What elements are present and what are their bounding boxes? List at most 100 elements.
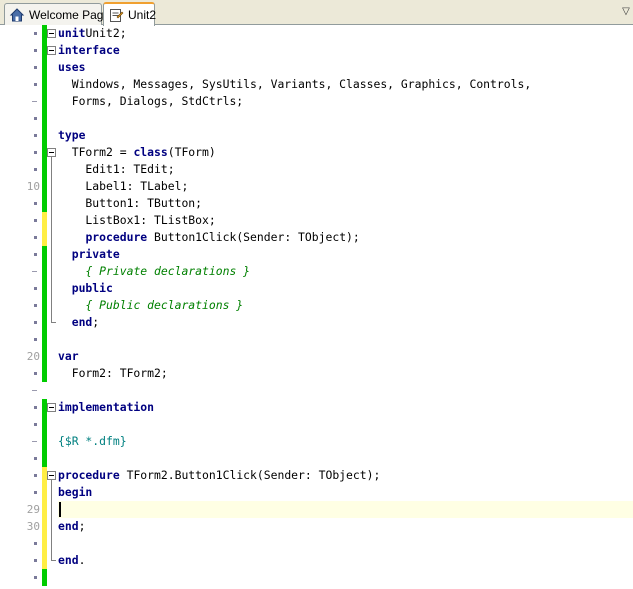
code-line[interactable] [58, 331, 633, 348]
code-line[interactable]: Button1: TButton; [58, 195, 633, 212]
gutter-dot [34, 304, 37, 307]
code-line[interactable]: TForm2 = class(TForm) [58, 144, 633, 161]
gutter-dash [32, 441, 37, 442]
code-token: Button1: TButton; [58, 196, 203, 210]
keyword-token: uses [58, 60, 86, 74]
code-token: TForm2 = [58, 145, 134, 159]
gutter-dot [34, 83, 37, 86]
code-line[interactable]: Windows, Messages, SysUtils, Variants, C… [58, 76, 633, 93]
fold-toggle-icon[interactable] [47, 471, 56, 480]
code-line[interactable]: interface [58, 42, 633, 59]
code-token [58, 315, 72, 329]
gutter-dot [34, 151, 37, 154]
saved-change-bar [42, 569, 47, 586]
keyword-token: public [71, 281, 113, 295]
tab-welcome-page[interactable]: Welcome Page [4, 3, 110, 25]
keyword-token: end [58, 553, 79, 567]
code-token: . [78, 553, 86, 567]
code-line[interactable]: { Public declarations } [58, 297, 633, 314]
saved-change-bar [42, 246, 47, 382]
keyword-token: implementation [58, 400, 155, 414]
code-line[interactable]: end; [58, 314, 633, 331]
fold-guide-line [51, 157, 52, 322]
chevron-down-icon[interactable]: ▽ [622, 6, 630, 17]
gutter-dot [34, 287, 37, 290]
code-token: Button1Click(Sender: TObject); [147, 230, 360, 244]
code-line[interactable]: uses [58, 59, 633, 76]
code-token [58, 247, 72, 261]
fold-toggle-icon[interactable] [47, 46, 56, 55]
gutter-dot [34, 372, 37, 375]
comment-token: { Private declarations } [85, 264, 251, 278]
text-caret [59, 502, 61, 517]
keyword-token: procedure [85, 230, 148, 244]
gutter-dot [34, 406, 37, 409]
line-number: 20 [26, 350, 40, 363]
code-token: Edit1: TEdit; [58, 162, 175, 176]
keyword-token: end [58, 519, 79, 533]
fold-toggle-icon[interactable] [47, 29, 56, 38]
tab-unit2[interactable]: Unit2 [103, 2, 157, 26]
gutter-dot [34, 236, 37, 239]
code-line[interactable]: end; [58, 518, 633, 535]
saved-change-bar [42, 25, 47, 212]
code-line[interactable]: begin [58, 484, 633, 501]
fold-toggle-icon[interactable] [47, 148, 56, 157]
gutter-dot [34, 253, 37, 256]
tab-label: Unit2 [128, 8, 157, 22]
code-line[interactable] [58, 416, 633, 433]
code-line[interactable]: implementation [58, 399, 633, 416]
keyword-token: interface [58, 43, 120, 57]
unit-file-icon [108, 7, 124, 23]
keyword-token: class [133, 145, 168, 159]
code-token: ListBox1: TListBox; [58, 213, 216, 227]
code-line[interactable]: procedure Button1Click(Sender: TObject); [58, 229, 633, 246]
gutter-dot [34, 202, 37, 205]
gutter-dot [34, 457, 37, 460]
gutter-dot [34, 66, 37, 69]
gutter-dot [34, 491, 37, 494]
keyword-token: var [58, 349, 79, 363]
code-line[interactable]: Form2: TForm2; [58, 365, 633, 382]
code-token: TForm2.Button1Click(Sender: TObject); [119, 468, 381, 482]
keyword-token: type [58, 128, 86, 142]
code-line[interactable] [58, 382, 633, 399]
gutter-dot [34, 542, 37, 545]
code-line[interactable]: { Private declarations } [58, 263, 633, 280]
code-line[interactable]: end. [58, 552, 633, 569]
gutter-dot [34, 219, 37, 222]
keyword-token: unit [58, 26, 86, 40]
keyword-token: private [71, 247, 120, 261]
code-token: (TForm) [167, 145, 216, 159]
code-line[interactable]: Edit1: TEdit; [58, 161, 633, 178]
code-line[interactable]: private [58, 246, 633, 263]
code-line-current[interactable] [58, 501, 633, 518]
code-line[interactable]: type [58, 127, 633, 144]
code-token [58, 230, 85, 244]
code-line[interactable]: unitUnit2; [58, 25, 633, 42]
code-token [58, 264, 85, 278]
code-line[interactable]: Forms, Dialogs, StdCtrls; [58, 93, 633, 110]
code-token: Forms, Dialogs, StdCtrls; [58, 94, 244, 108]
comment-token: { Public declarations } [85, 298, 244, 312]
keyword-token: procedure [58, 468, 120, 482]
code-line[interactable] [58, 110, 633, 127]
code-line[interactable]: procedure TForm2.Button1Click(Sender: TO… [58, 467, 633, 484]
code-line[interactable]: {$R *.dfm} [58, 433, 633, 450]
gutter-dot [34, 321, 37, 324]
code-line[interactable] [58, 535, 633, 552]
gutter-dot [34, 576, 37, 579]
fold-toggle-icon[interactable] [47, 403, 56, 412]
code-line[interactable] [58, 569, 633, 586]
code-line[interactable] [58, 450, 633, 467]
code-line[interactable]: public [58, 280, 633, 297]
code-line[interactable]: ListBox1: TListBox; [58, 212, 633, 229]
code-token: Unit2; [85, 26, 127, 40]
gutter-dot [34, 168, 37, 171]
code-token: Label1: TLabel; [58, 179, 189, 193]
code-line[interactable]: var [58, 348, 633, 365]
code-line[interactable]: Label1: TLabel; [58, 178, 633, 195]
